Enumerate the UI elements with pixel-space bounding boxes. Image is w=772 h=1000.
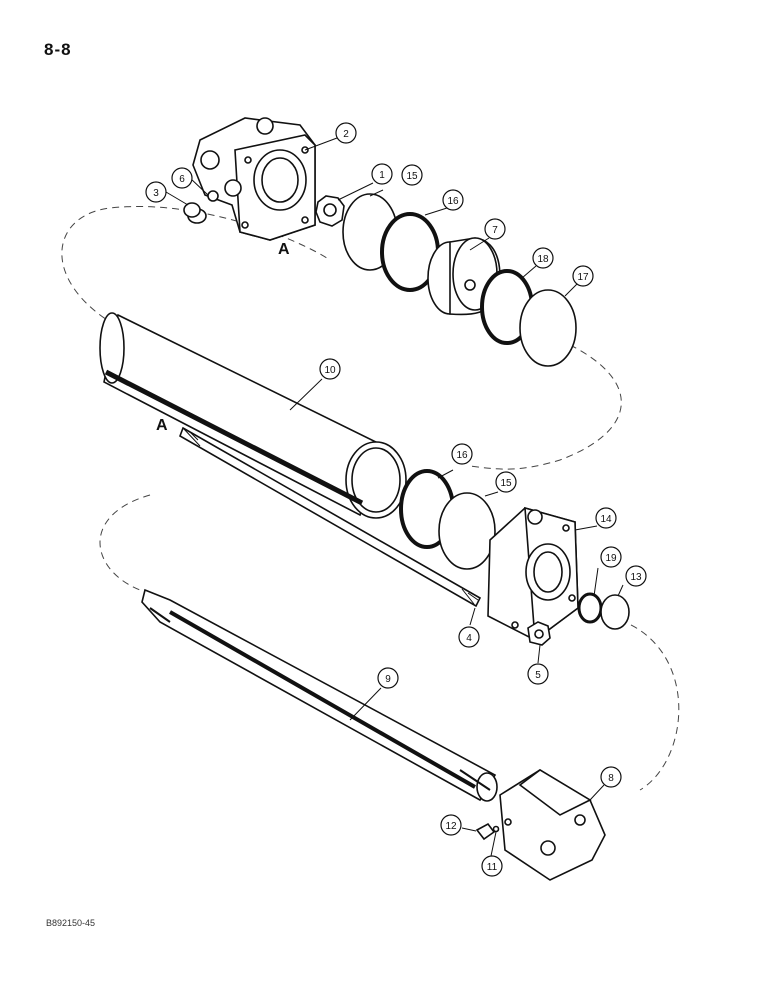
svg-text:9: 9 bbox=[385, 674, 391, 685]
reference-letter-upper: A bbox=[278, 241, 290, 258]
leader-lines bbox=[165, 134, 624, 857]
callout-5: 5 bbox=[527, 663, 549, 685]
rod-end-head bbox=[487, 506, 579, 642]
callout-13: 13 bbox=[625, 565, 647, 587]
piston-rod bbox=[141, 588, 498, 802]
callout-4: 4 bbox=[458, 626, 480, 648]
nut-upper bbox=[315, 195, 345, 227]
svg-text:13: 13 bbox=[630, 572, 642, 583]
svg-text:15: 15 bbox=[500, 478, 512, 489]
assembly-loop-lower bbox=[99, 494, 680, 791]
rear-head bbox=[192, 117, 316, 241]
callout-10: 10 bbox=[319, 358, 341, 380]
wear-ring bbox=[519, 289, 577, 367]
svg-text:11: 11 bbox=[487, 862, 498, 873]
callout-2: 2 bbox=[335, 122, 357, 144]
svg-text:10: 10 bbox=[324, 365, 336, 376]
plug bbox=[183, 202, 207, 224]
svg-text:15: 15 bbox=[406, 171, 418, 182]
callout-16-lower: 16 bbox=[451, 443, 473, 465]
svg-text:19: 19 bbox=[605, 553, 617, 564]
callout-12: 12 bbox=[440, 814, 462, 836]
callout-18: 18 bbox=[532, 247, 554, 269]
o-ring-small bbox=[207, 190, 219, 202]
svg-text:6: 6 bbox=[179, 174, 185, 185]
clevis bbox=[499, 769, 606, 881]
set-screw bbox=[475, 822, 496, 841]
wiper-seal bbox=[600, 594, 630, 630]
svg-text:16: 16 bbox=[447, 196, 459, 207]
backup-ring-lower bbox=[438, 492, 496, 570]
callout-1: 1 bbox=[371, 163, 393, 185]
callout-16-upper: 16 bbox=[442, 189, 464, 211]
figure-id: B892150-45 bbox=[46, 918, 96, 928]
svg-text:3: 3 bbox=[153, 188, 159, 199]
callout-15-upper: 15 bbox=[401, 164, 423, 186]
callout-19: 19 bbox=[600, 546, 622, 568]
svg-text:14: 14 bbox=[600, 514, 612, 525]
rod-seal bbox=[577, 592, 603, 624]
assembly-loop-upper bbox=[61, 206, 622, 470]
ball bbox=[492, 825, 500, 833]
callout-7: 7 bbox=[484, 218, 506, 240]
callout-8: 8 bbox=[600, 766, 622, 788]
callout-14: 14 bbox=[595, 507, 617, 529]
callout-3: 3 bbox=[145, 181, 167, 203]
callout-11: 11 bbox=[481, 855, 503, 877]
page-number: 8-8 bbox=[44, 40, 72, 59]
svg-text:8: 8 bbox=[608, 773, 614, 784]
svg-text:1: 1 bbox=[379, 170, 385, 181]
svg-text:16: 16 bbox=[456, 450, 468, 461]
callout-9: 9 bbox=[377, 667, 399, 689]
svg-text:4: 4 bbox=[466, 633, 472, 644]
svg-text:17: 17 bbox=[577, 272, 589, 283]
svg-text:5: 5 bbox=[535, 670, 541, 681]
callout-17: 17 bbox=[572, 265, 594, 287]
callout-15-lower: 15 bbox=[495, 471, 517, 493]
svg-text:12: 12 bbox=[445, 821, 457, 832]
cylinder-tube bbox=[99, 312, 407, 519]
nut-lower bbox=[527, 621, 551, 646]
svg-text:18: 18 bbox=[537, 254, 549, 265]
reference-letter-lower: A bbox=[156, 417, 168, 434]
callout-6: 6 bbox=[171, 167, 193, 189]
svg-text:2: 2 bbox=[343, 129, 349, 140]
tie-rod bbox=[179, 426, 482, 608]
svg-text:7: 7 bbox=[492, 225, 498, 236]
